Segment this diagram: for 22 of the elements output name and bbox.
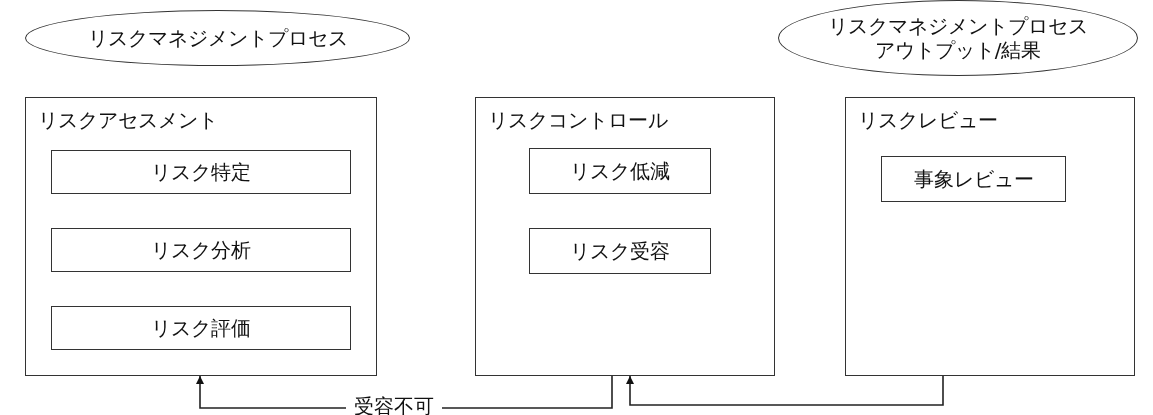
- node-label: リスク低減: [570, 159, 670, 183]
- node-label: リスクマネジメントプロセス: [87, 26, 348, 50]
- node-label: 事象レビュー: [913, 167, 1034, 191]
- node-label: リスク分析: [151, 238, 251, 262]
- edge-label: 受容不可: [346, 396, 442, 415]
- group-heading: リスクレビュー: [858, 108, 998, 132]
- process-box: [51, 306, 351, 350]
- node-label: リスク評価: [151, 316, 251, 340]
- process-box: [529, 228, 711, 274]
- group-box: [25, 97, 377, 376]
- node-label: リスクマネジメントプロセスアウトプット/結果: [827, 14, 1089, 62]
- group-box: [475, 97, 775, 376]
- group-heading: リスクコントロール: [488, 108, 668, 132]
- process-box: [51, 228, 351, 272]
- process-box: [881, 156, 1066, 202]
- group-heading: リスクアセスメント: [38, 108, 218, 132]
- process-box: [529, 148, 711, 194]
- node-label: リスク特定: [151, 160, 251, 184]
- arrow: [626, 375, 944, 406]
- group-box: [845, 97, 1135, 376]
- process-box: [51, 150, 351, 194]
- node-label: リスク受容: [570, 239, 670, 263]
